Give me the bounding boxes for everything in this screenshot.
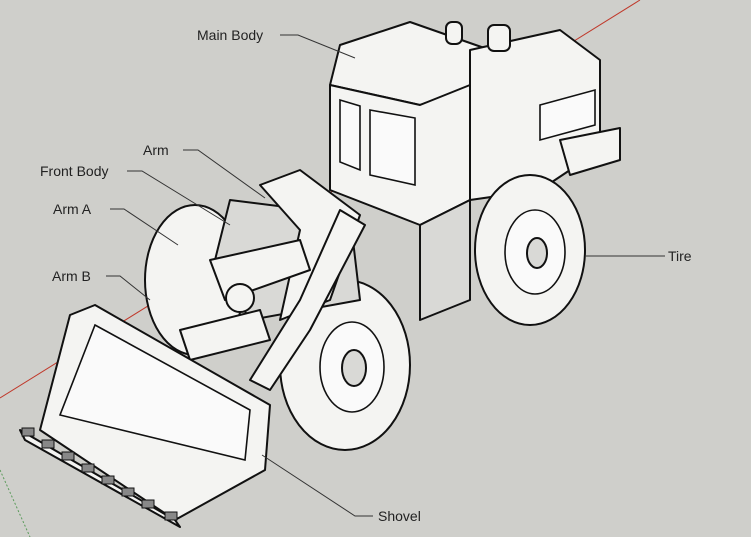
rear-tire [474,174,586,326]
label-front-body: Front Body [40,163,109,179]
label-shovel: Shovel [378,508,421,524]
label-arm-b: Arm B [52,268,91,284]
label-arm-a: Arm A [53,201,92,217]
label-arm: Arm [143,142,169,158]
label-tire: Tire [668,248,692,264]
shovel [19,304,271,528]
green-axis [0,469,31,537]
front-body-and-arms [179,169,366,391]
label-main-body: Main Body [197,27,264,43]
main-body [329,21,621,321]
leader-lines [106,34,665,517]
